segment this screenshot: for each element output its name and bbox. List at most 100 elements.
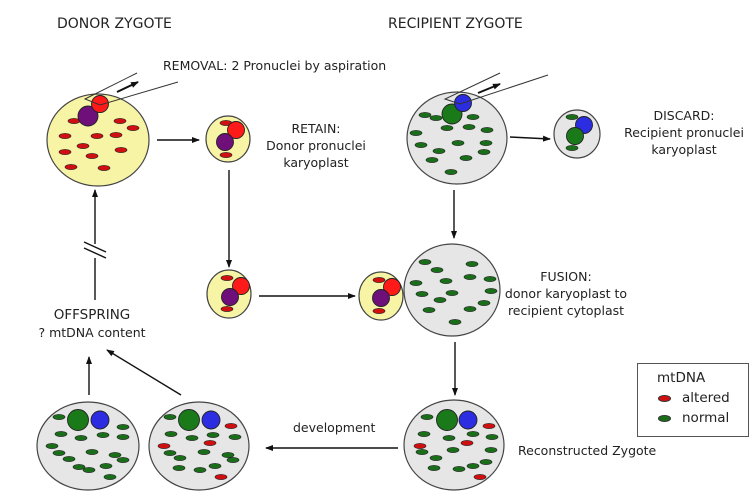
normal-mtdna [206, 432, 220, 438]
generation-break-mark [83, 247, 107, 259]
altered-mtdna [90, 133, 104, 139]
donor-karyoplast [205, 115, 251, 163]
altered-mtdna [413, 443, 427, 449]
normal-mtdna [164, 431, 178, 437]
retain-line-2: Donor pronuclei [266, 138, 366, 153]
donor-pronucleus [91, 95, 109, 113]
normal-mtdna [208, 463, 222, 469]
aspiration-pipette [443, 72, 549, 105]
recipient-pronucleus [178, 409, 200, 431]
retain-label: RETAIN: Donor pronuclei karyoplast [266, 120, 366, 171]
normal-mtdna [479, 140, 493, 146]
discard-line-2: Recipient pronuclei [624, 125, 744, 140]
fusion-label: FUSION: donor karyoplast to recipient cy… [505, 268, 627, 319]
altered-mtdna [58, 133, 72, 139]
normal-mtdna [116, 424, 130, 430]
normal-mtdna [228, 434, 242, 440]
legend: mtDNA altered normal [637, 363, 749, 437]
normal-mtdna [54, 431, 68, 437]
aspiration-pipette [83, 72, 179, 106]
normal-mtdna-swatch-icon [658, 414, 671, 422]
normal-mtdna [463, 306, 477, 312]
arrow-recipient-to-discard [509, 135, 551, 142]
altered-mtdna [76, 143, 90, 149]
recipient-pronucleus [201, 410, 221, 430]
reconstructed-zygote [403, 399, 505, 491]
normal-mtdna [85, 449, 99, 455]
cells [36, 72, 601, 491]
altered-mtdna [372, 308, 386, 314]
normal-mtdna [415, 449, 429, 455]
normal-mtdna [429, 115, 443, 121]
normal-mtdna [442, 435, 456, 441]
normal-mtdna [415, 291, 429, 297]
donor-pronucleus [227, 121, 245, 139]
discard-line-1: DISCARD: [653, 108, 715, 123]
legend-item-altered: altered [658, 390, 730, 406]
donor-pronucleus [383, 278, 401, 296]
generation-break-mark [83, 241, 107, 253]
donor-pronucleus [221, 288, 239, 306]
normal-mtdna [466, 431, 480, 437]
retain-line-1: RETAIN: [291, 121, 341, 136]
normal-mtdna [99, 463, 113, 469]
normal-mtdna [72, 464, 86, 470]
normal-mtdna [193, 467, 207, 473]
normal-mtdna [173, 455, 187, 461]
altered-mtdna [219, 152, 233, 158]
normal-mtdna [418, 112, 432, 118]
altered-mtdna [220, 306, 234, 312]
arrow-offspring-2 [106, 349, 182, 396]
recipient-zygote-heading: RECIPIENT ZYGOTE [388, 16, 523, 32]
normal-mtdna [484, 447, 498, 453]
normal-mtdna [446, 447, 460, 453]
normal-mtdna [163, 414, 177, 420]
altered-mtdna [473, 474, 487, 480]
normal-mtdna [108, 452, 122, 458]
altered-mtdna [58, 149, 72, 155]
normal-mtdna [477, 300, 491, 306]
altered-mtdna [157, 443, 171, 449]
normal-mtdna [440, 125, 454, 131]
legend-item-normal: normal [658, 410, 729, 426]
donor-zygote [46, 93, 150, 187]
normal-mtdna [163, 450, 177, 456]
altered-mtdna [85, 153, 99, 159]
normal-mtdna [409, 130, 423, 136]
aspiration-arrow [477, 83, 501, 94]
offspring-zygote-normal [36, 401, 140, 491]
normal-mtdna [185, 435, 199, 441]
offspring-zygote-normal-membrane [36, 401, 140, 491]
normal-mtdna [480, 127, 494, 133]
recipient-cytoplast-membrane [403, 243, 501, 337]
normal-mtdna [565, 114, 579, 120]
normal-mtdna [459, 155, 473, 161]
offspring-line-1: OFFSPRING [53, 307, 131, 323]
altered-mtdna [224, 423, 238, 429]
normal-mtdna [439, 278, 453, 284]
normal-mtdna [444, 169, 458, 175]
donor-pronucleus [372, 289, 390, 307]
donor-zygote-heading: DONOR ZYGOTE [57, 16, 172, 32]
normal-mtdna [103, 474, 117, 480]
offspring-line-2: ? mtDNA content [38, 325, 146, 340]
normal-mtdna [62, 456, 76, 462]
fusion-line-2: donor karyoplast to [504, 286, 628, 301]
fusion-line-1: FUSION: [540, 269, 592, 284]
aspiration-arrow [116, 81, 139, 93]
normal-mtdna [418, 259, 432, 265]
altered-mtdna [372, 277, 386, 283]
normal-mtdna [420, 414, 434, 420]
normal-mtdna [45, 443, 59, 449]
normal-mtdna [414, 142, 428, 148]
donor-pronucleus [77, 105, 99, 127]
donor-karyoplast-fusing [358, 271, 404, 321]
donor-pronucleus [232, 277, 250, 295]
donor-karyoplast [206, 269, 252, 319]
normal-mtdna [429, 455, 443, 461]
donor-pronucleus [216, 133, 234, 151]
normal-mtdna [172, 465, 186, 471]
normal-mtdna [479, 459, 493, 465]
recipient-pronucleus [566, 127, 584, 145]
normal-mtdna [433, 297, 447, 303]
